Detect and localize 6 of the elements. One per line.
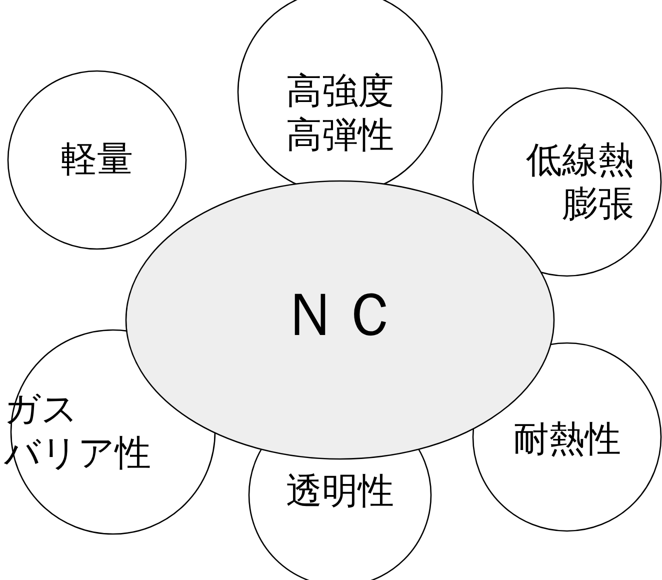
property-label: 高強度高弾性: [286, 71, 394, 156]
center-label: ＮＣ: [280, 280, 400, 350]
property-label: 透明性: [286, 471, 394, 512]
property-label: 低線熱膨張: [526, 140, 634, 225]
property-label: 耐熱性: [513, 419, 621, 460]
property-label: 軽量: [61, 139, 133, 180]
